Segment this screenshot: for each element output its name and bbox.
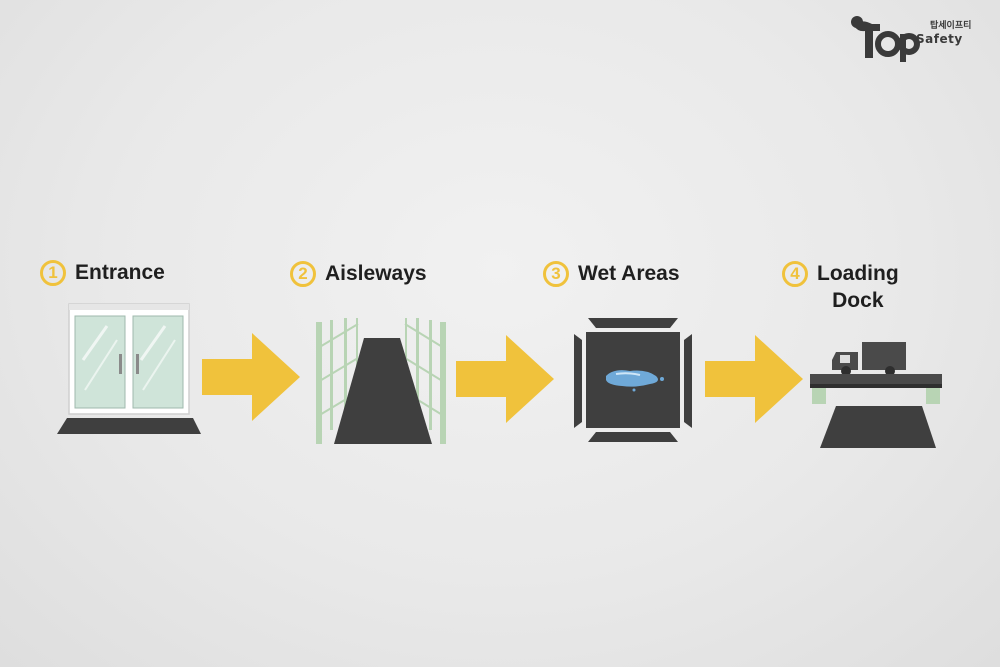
step-number-badge: 3 <box>543 261 569 287</box>
top-safety-logo: 탑세이프티 Safety <box>850 14 990 62</box>
step-label: Aisleways <box>325 262 427 285</box>
step-number-badge: 4 <box>782 261 808 287</box>
step-number-badge: 1 <box>40 260 66 286</box>
loading-dock-truck-icon <box>810 342 942 448</box>
arrow-right-icon <box>202 333 300 421</box>
glass-door-icon <box>57 303 201 434</box>
logo-korean-text: 탑세이프티 <box>930 21 972 31</box>
logo-word: Safety <box>916 32 963 46</box>
arrow-right-icon <box>705 335 803 423</box>
wet-floor-icon <box>574 318 692 442</box>
step-label: Wet Areas <box>578 262 680 285</box>
arrow-right-icon <box>456 335 554 423</box>
top-logo-mark-icon <box>851 16 920 62</box>
step-loading-dock: 4 Loading Dock <box>782 260 899 314</box>
step-number-badge: 2 <box>290 261 316 287</box>
step-wet-areas: 3 Wet Areas <box>543 260 680 287</box>
step-label: Loading Dock <box>817 262 899 312</box>
aisle-racks-icon <box>316 318 446 444</box>
step-aisleways: 2 Aisleways <box>290 260 427 287</box>
step-label: Entrance <box>75 261 165 284</box>
step-entrance: 1 Entrance <box>40 259 165 286</box>
